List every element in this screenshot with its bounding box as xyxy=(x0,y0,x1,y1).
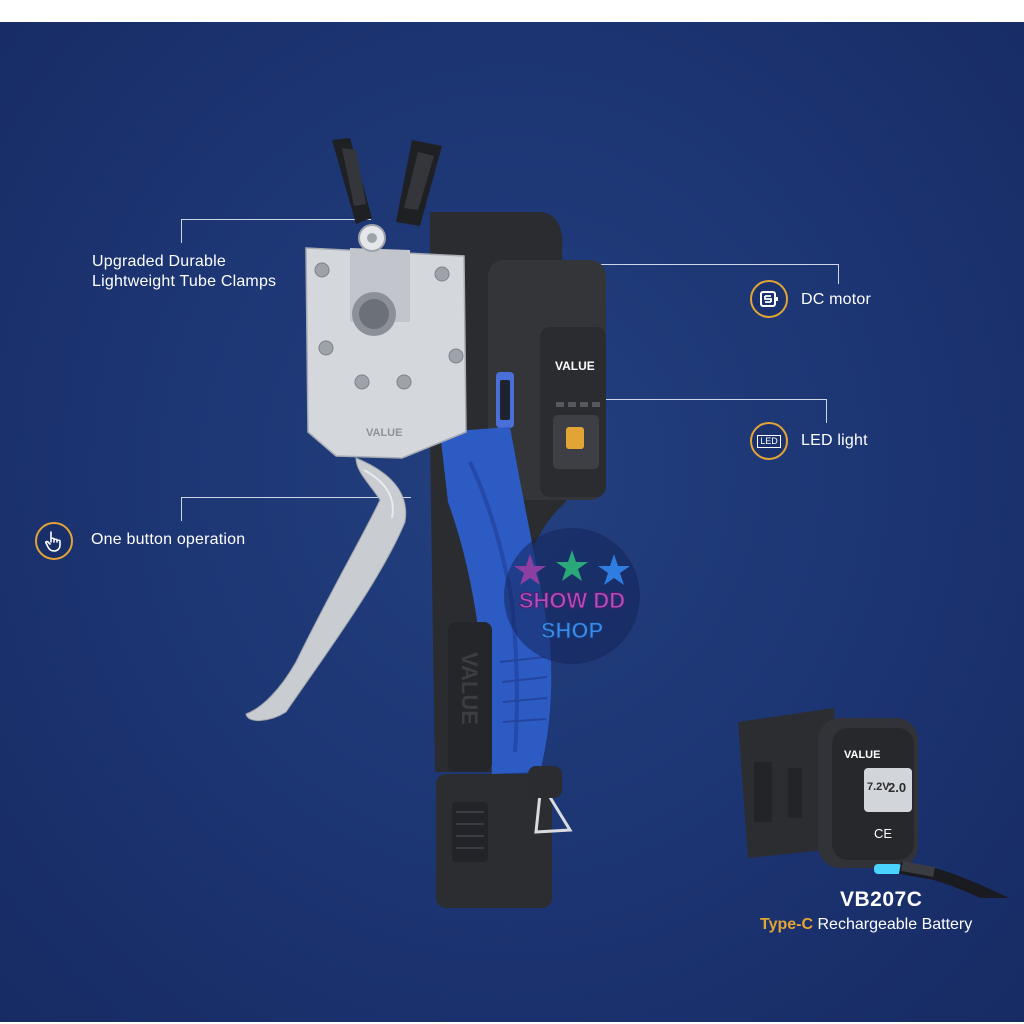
battery-voltage-label: 7.2V xyxy=(867,781,890,793)
clamps-leader-line-v xyxy=(181,219,182,243)
watermark-line2: SHOP xyxy=(541,618,603,643)
battery-model: VB207C xyxy=(840,888,923,911)
battery-caption: Type-C Rechargeable Battery xyxy=(760,916,972,934)
star-icon xyxy=(556,550,588,581)
led-leader-line-h xyxy=(510,399,826,400)
tool-brand-label: VALUE xyxy=(555,359,595,373)
battery-ce-label: CE xyxy=(874,826,892,841)
battery-brand-label: VALUE xyxy=(844,749,880,761)
battery-capacity-label: 2.0 xyxy=(888,780,906,795)
led-icon-text: LED xyxy=(757,434,781,448)
hand-pointer-icon xyxy=(35,522,73,560)
battery-type-label: Type-C xyxy=(760,916,814,933)
battery-description: Rechargeable Battery xyxy=(817,916,973,933)
watermark-line1: SHOW DD xyxy=(519,588,625,613)
button-leader-line-v xyxy=(181,497,182,521)
product-banner: Upgraded Durable Lightweight Tube Clamps… xyxy=(0,22,1024,1022)
motor-leader-line-v xyxy=(838,264,839,284)
handle-brand-label: VALUE xyxy=(457,652,482,725)
clamps-leader-line-h xyxy=(181,219,371,220)
tube-expander-tool-image: VALUE VALUE xyxy=(245,138,606,908)
clamps-callout-line2: Lightweight Tube Clamps xyxy=(92,273,277,290)
plate-brand-label: VALUE xyxy=(366,427,402,439)
button-leader-line-h xyxy=(181,497,411,498)
led-icon: LED xyxy=(750,422,788,460)
motor-icon xyxy=(750,280,788,318)
star-icon xyxy=(598,554,630,585)
battery-image: VALUE 7.2V 2.0 CE xyxy=(738,708,1010,898)
type-c-connector-icon xyxy=(874,864,902,874)
button-callout-label: One button operation xyxy=(91,531,246,548)
led-callout-label: LED light xyxy=(801,432,868,449)
star-icon xyxy=(514,554,546,585)
motor-leader-line-h xyxy=(548,264,838,265)
clamps-callout-line1: Upgraded Durable xyxy=(92,253,226,270)
motor-callout-label: DC motor xyxy=(801,291,872,308)
led-leader-line-v xyxy=(826,399,827,423)
clamps-callout-text: Upgraded Durable Lightweight Tube Clamps xyxy=(92,252,276,292)
shop-watermark: SHOW DD SHOP xyxy=(504,528,640,664)
